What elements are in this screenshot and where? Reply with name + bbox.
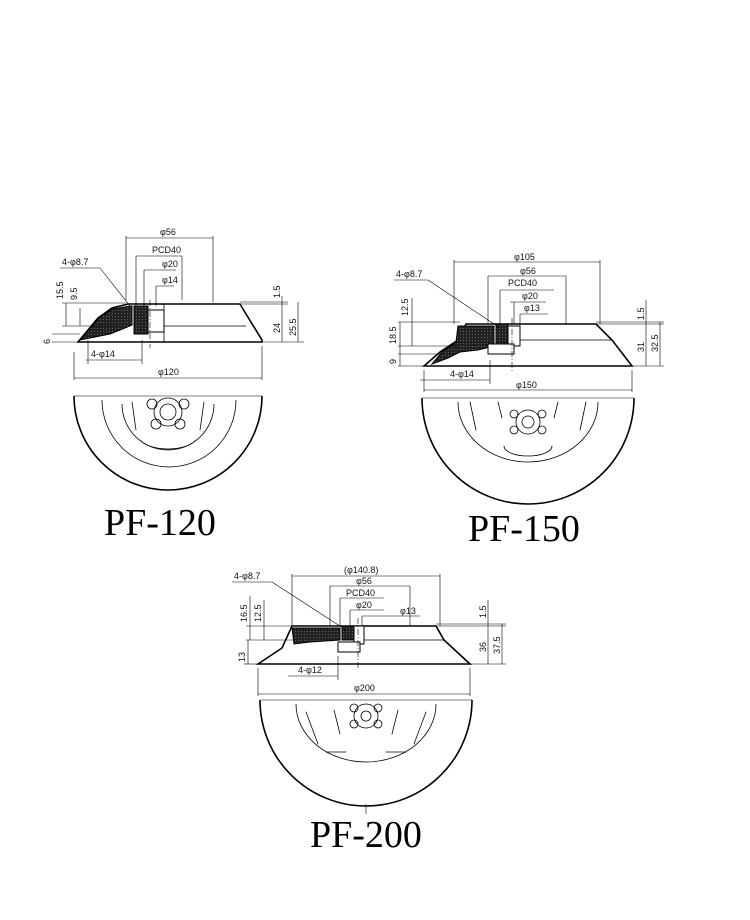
pf150-dim-9: 9	[388, 359, 398, 364]
pf150-cup-outline	[421, 323, 634, 367]
pf150-fitting-section	[495, 323, 509, 347]
pf200-dim-phi140-8: (φ140.8)	[344, 565, 378, 575]
pf150-dim-1-5: 1.5	[636, 307, 646, 320]
pf120-drawing: φ56 PCD40 φ20 φ14 4-φ8.7 15.5 9.5 6 1.5 …	[42, 227, 304, 544]
pf120-dim-holes14: 4-φ14	[91, 349, 115, 359]
pf200-dim-1-5: 1.5	[478, 605, 488, 618]
pf120-dimension-labels: φ56 PCD40 φ20 φ14 4-φ8.7 15.5 9.5 6 1.5 …	[42, 227, 298, 377]
pf150-center-boss	[515, 409, 541, 435]
pf150-title: PF-150	[468, 508, 580, 550]
pf150-dim-phi56: φ56	[520, 266, 536, 276]
pf200-dim-16-5: 16.5	[239, 604, 249, 622]
pf200-center-boss	[353, 703, 379, 729]
pf120-dim-1-5: 1.5	[272, 285, 282, 298]
pf120-dim-phi20: φ20	[162, 259, 178, 269]
pf120-dim-15-5: 15.5	[55, 281, 65, 299]
pf150-dim-phi150: φ150	[516, 380, 537, 390]
pf200-bottom-outline	[259, 699, 473, 807]
pf120-center-boss	[153, 397, 183, 427]
pf120-title: PF-120	[104, 502, 216, 544]
pf200-dim-13: 13	[237, 652, 247, 662]
pf150-dim-phi105: φ105	[514, 252, 535, 262]
pf150-dim-holes: 4-φ8.7	[396, 269, 422, 279]
pf200-drawing: (φ140.8) φ56 PCD40 φ20 φ13 4-φ8.7 16.5 1…	[232, 565, 506, 856]
pf200-dim-37-5: 37.5	[492, 636, 502, 654]
pf120-dim-pcd40: PCD40	[152, 245, 181, 255]
pf200-rubber-section	[291, 627, 341, 645]
pf120-dim-24: 24	[272, 323, 282, 333]
pf120-bottom-outline	[73, 395, 263, 491]
pf120-fitting-section	[133, 305, 149, 335]
pf150-dim-holes14: 4-φ14	[450, 369, 474, 379]
pf200-dim-pcd40: PCD40	[346, 588, 375, 598]
pf150-rubber-section	[430, 325, 495, 366]
pf200-dim-holes12: 4-φ12	[298, 665, 322, 675]
pf120-dim-25-5: 25.5	[288, 318, 298, 336]
pf200-dim-36: 36	[478, 642, 488, 652]
pf120-dim-phi120: φ120	[158, 367, 179, 377]
pf200-dim-12-5: 12.5	[253, 604, 263, 622]
pf120-dim-holes: 4-φ8.7	[62, 257, 88, 267]
pf150-dim-pcd40: PCD40	[508, 278, 537, 288]
pf200-dimension-labels: (φ140.8) φ56 PCD40 φ20 φ13 4-φ8.7 16.5 1…	[234, 565, 502, 693]
pf150-section-view	[394, 260, 664, 392]
pf200-dim-phi20: φ20	[356, 600, 372, 610]
pf200-dim-phi13: φ13	[400, 606, 416, 616]
pf120-rubber-section	[78, 305, 133, 341]
pf120-dim-9-5: 9.5	[69, 287, 79, 300]
pf150-dim-phi20: φ20	[522, 291, 538, 301]
pf200-dim-phi56: φ56	[356, 576, 372, 586]
pf120-dim-phi56: φ56	[160, 227, 176, 237]
pf150-dim-31: 31	[636, 342, 646, 352]
pf150-dim-32-5: 32.5	[650, 334, 660, 352]
pf150-bottom-view	[421, 397, 635, 505]
pf200-fitting-section	[341, 625, 355, 641]
pf200-dim-holes: 4-φ8.7	[234, 571, 260, 581]
pf120-bottom-view	[73, 395, 263, 491]
pf150-bottom-outline	[421, 397, 635, 505]
pf120-dim-6: 6	[42, 339, 52, 344]
pf150-dim-phi13: φ13	[524, 303, 540, 313]
pf150-dim-18-5: 18.5	[388, 326, 398, 344]
pf200-bottom-view	[259, 699, 473, 814]
pf120-dim-phi14: φ14	[162, 275, 178, 285]
pf150-dim-12-5: 12.5	[400, 298, 410, 316]
pf120-section-view	[52, 236, 304, 380]
pf150-dimension-labels: φ105 φ56 PCD40 φ20 φ13 4-φ8.7 12.5 18.5 …	[388, 252, 660, 390]
pf200-title: PF-200	[310, 814, 422, 856]
pf200-section-view	[232, 574, 506, 696]
pf150-drawing: φ105 φ56 PCD40 φ20 φ13 4-φ8.7 12.5 18.5 …	[388, 252, 664, 550]
pf200-dim-phi200: φ200	[354, 683, 375, 693]
